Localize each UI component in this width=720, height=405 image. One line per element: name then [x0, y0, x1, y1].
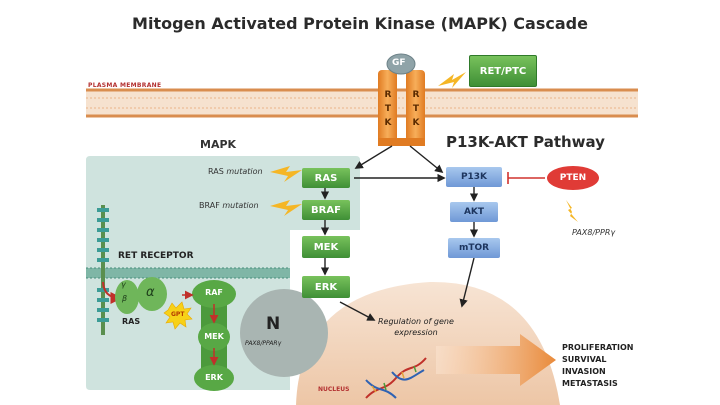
gpt-burst	[163, 301, 193, 330]
outcomes-list: PROLIFERATION SURVIVAL INVASION METASTAS…	[562, 342, 634, 390]
nucleus-label: NUCLEUS	[318, 386, 350, 393]
gamma-label: γ	[121, 280, 126, 289]
ras-mutation-label: RAS mutation	[208, 167, 263, 176]
outcome-proliferation: PROLIFERATION	[562, 343, 634, 352]
outcome-metastasis: METASTASIS	[562, 379, 618, 388]
mek-node: MEK	[302, 236, 350, 258]
outcome-survival: SURVIVAL	[562, 355, 607, 364]
plasma-membrane	[86, 88, 638, 118]
pathway-arrows	[320, 145, 479, 321]
n-label: N	[266, 314, 281, 334]
erk-node: ERK	[302, 276, 350, 298]
nucleus-shape	[296, 281, 560, 405]
erk-small-label: ERK	[205, 373, 223, 382]
p13k-akt-pathway-label: P13K-AKT Pathway	[446, 133, 605, 151]
ras-small-label: RAS	[122, 317, 141, 326]
raf-cascade	[182, 280, 236, 391]
g-alpha	[137, 277, 167, 311]
gf-ligand	[386, 53, 416, 75]
pten-label: PTEN	[559, 173, 587, 183]
alpha-label: α	[146, 285, 155, 300]
g-gamma-beta	[115, 280, 139, 314]
ret-receptor-label: RET RECEPTOR	[118, 251, 194, 261]
outcome-arrow	[436, 334, 556, 386]
mapk-label: MAPK	[200, 138, 237, 151]
mek-small-label: MEK	[204, 332, 224, 341]
raf-label: RAF	[205, 288, 223, 297]
n-circle	[240, 289, 328, 377]
regulation-label: Regulation of gene expression	[378, 317, 454, 337]
pax8-ppar-label: PAX8/PPARγ	[245, 340, 282, 347]
braf-mutation-label: BRAF mutation	[199, 201, 259, 210]
ret-ptc-node: RET/PTC	[469, 55, 537, 87]
pten-node	[547, 166, 599, 190]
plasma-membrane-label: PLASMA MEMBRANE	[88, 82, 162, 89]
ret-membrane	[86, 267, 290, 279]
ras-node: RAS	[302, 168, 350, 188]
bolt-ras	[270, 166, 302, 182]
pax8-ppr-label: PAX8/PPRγ	[572, 228, 616, 237]
gpt-label: GPT	[171, 311, 185, 318]
rtk-right-letters: RTK	[412, 90, 420, 128]
bolt-braf	[270, 200, 302, 216]
gf-label: GF	[392, 58, 406, 68]
dna-helix	[365, 357, 427, 399]
outcome-invasion: INVASION	[562, 367, 606, 376]
bolt-pax8	[566, 200, 578, 222]
beta-label: β	[122, 294, 128, 303]
mtor-node: mTOR	[448, 238, 500, 258]
bolt-ret-ptc	[438, 72, 466, 88]
ret-receptor-chain	[97, 205, 123, 335]
lightning-bolts	[270, 72, 578, 222]
braf-node: BRAF	[302, 200, 350, 220]
rtk-left-letters: RTK	[384, 90, 392, 128]
p13k-node: P13K	[446, 167, 502, 187]
pten-inhibition	[507, 172, 545, 184]
akt-node: AKT	[450, 202, 498, 222]
diagram-title: Mitogen Activated Protein Kinase (MAPK) …	[132, 14, 588, 33]
rtk-receptor	[378, 70, 425, 146]
